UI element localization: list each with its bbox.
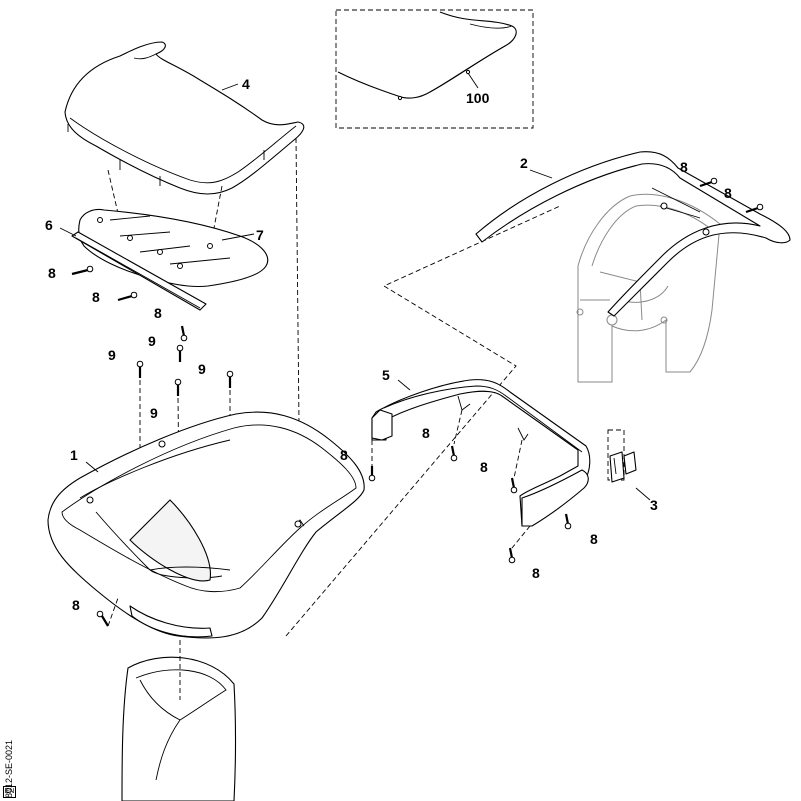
label-9c: 9 <box>150 405 158 421</box>
chute <box>121 640 237 801</box>
part-6-strip: 6 <box>45 217 207 311</box>
screw-8-hopper: 8 <box>72 597 119 627</box>
part-2-handle-bar: 2 <box>475 151 791 317</box>
part-5-guard: 5 <box>371 367 591 527</box>
label-7: 7 <box>256 227 264 243</box>
screw-8-upper: 8 8 8 <box>48 265 188 342</box>
screw-8-lower: 8 8 <box>508 513 598 581</box>
label-9d: 9 <box>198 361 206 377</box>
drawing-tag: EN <box>3 786 16 798</box>
label-8g: 8 <box>340 447 348 463</box>
label-8j: 8 <box>590 531 598 547</box>
screw-8-guard: 8 8 8 <box>340 425 518 494</box>
label-8d: 8 <box>72 597 80 613</box>
label-3: 3 <box>650 497 658 513</box>
label-100: 100 <box>466 90 490 106</box>
inset-detail-100: 100 <box>335 9 534 129</box>
label-1: 1 <box>70 447 78 463</box>
part-3-bracket: 3 <box>607 429 658 513</box>
label-8c: 8 <box>154 305 162 321</box>
machine-frame-ghost <box>576 193 721 383</box>
label-8h: 8 <box>422 425 430 441</box>
part-1-hopper: 1 <box>47 411 365 639</box>
label-8f: 8 <box>724 185 732 201</box>
label-9a: 9 <box>108 347 116 363</box>
label-8i: 8 <box>480 459 488 475</box>
label-2: 2 <box>520 155 528 171</box>
screw-8-handle: 8 8 <box>680 159 764 214</box>
label-9b: 9 <box>148 333 156 349</box>
label-8e: 8 <box>680 159 688 175</box>
label-8k: 8 <box>532 565 540 581</box>
label-4: 4 <box>242 76 250 92</box>
label-8b: 8 <box>92 289 100 305</box>
label-8a: 8 <box>48 265 56 281</box>
label-5: 5 <box>382 367 390 383</box>
part-4-lid: 4 <box>64 41 305 195</box>
label-6: 6 <box>45 217 53 233</box>
